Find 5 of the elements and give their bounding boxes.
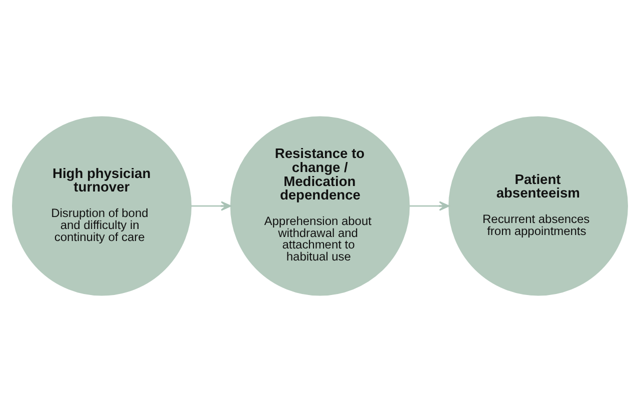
arrow (410, 201, 450, 211)
node-circle: High physician turnover Disruption of bond and difficulty in continuity of care (12, 116, 192, 296)
node-circle: Resistance to change / Medication dependence Apprehension about withdrawal and attachment to habitual use (230, 116, 410, 296)
arrow (191, 201, 232, 211)
node-circle: Patient absenteeism Recurrent absences from appointments (448, 116, 628, 296)
